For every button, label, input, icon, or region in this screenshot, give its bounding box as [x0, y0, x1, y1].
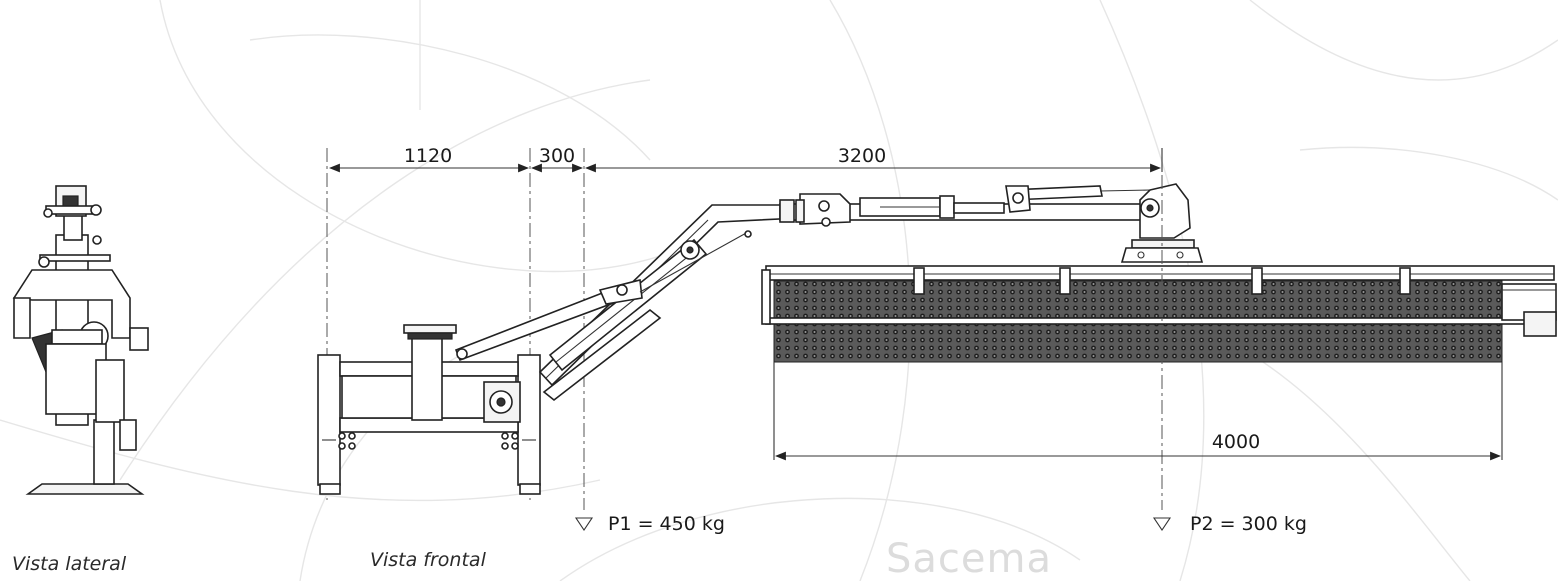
load-p1-label: P1 = 450 kg: [608, 513, 725, 535]
load-triangle-p1: [574, 517, 594, 531]
dimension-1120: 1120: [404, 145, 452, 167]
dimension-lines: [328, 148, 1502, 461]
brand-watermark: Sacema: [886, 536, 1052, 581]
front-view-label: Vista frontal: [370, 549, 487, 571]
frame-bolts: [338, 432, 519, 450]
side-view-drawing: [12, 185, 149, 495]
brush-head-drawing: [761, 150, 1557, 510]
side-view-label: Vista lateral: [12, 553, 127, 575]
load-triangle-p2: [1152, 517, 1172, 531]
load-p2-label: P2 = 300 kg: [1190, 513, 1307, 535]
dimension-3200: 3200: [838, 145, 886, 167]
dimension-4000: 4000: [1212, 431, 1260, 453]
load-markers: [574, 517, 1172, 531]
front-view-drawing: [317, 148, 1204, 510]
dimension-300: 300: [539, 145, 575, 167]
